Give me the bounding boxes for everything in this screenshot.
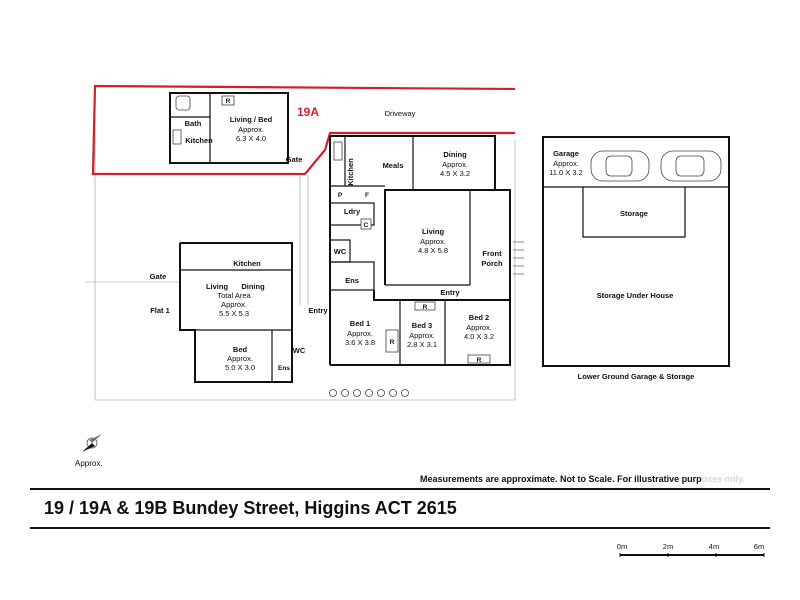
bed3-name: Bed 3 [412,321,432,330]
meals-name: Meals [383,161,404,170]
bathtub [175,95,191,111]
disclaimer: Measurements are approximate. Not to Sca… [420,474,745,484]
garage-name: Garage [553,149,579,158]
flat-dining-name: Dining [241,282,265,291]
garden-planters [329,389,409,397]
living-dims: 4.8 X 5.8 [418,246,448,255]
unit-19a-boundary [91,84,516,176]
bed2-name: Bed 2 [469,313,489,322]
unit-19a-outline [169,92,289,164]
bed1-name: Bed 1 [350,319,370,328]
wc-main-name: WC [334,247,347,256]
front-porch-line2: Porch [481,259,503,268]
cupboard-box [360,218,372,230]
robe-label: R [226,98,231,105]
fridge-label: F [365,192,369,199]
lower-ground-label: Lower Ground Garage & Storage [578,372,695,381]
storage-under-name: Storage Under House [597,291,674,300]
compass-icon [82,434,102,452]
pantry-label: P [338,192,343,199]
dining-dims: 4.5 X 3.2 [440,169,470,178]
unit19a-living-dims: 6.3 X 4.0 [236,134,266,143]
front-steps [513,241,524,275]
gate-top-label: Gate [286,155,303,164]
scale-tick-6: 6m [754,542,764,551]
title-rule-top [30,488,770,490]
flat-total-dims: 5.5 X 5.3 [219,309,249,318]
laundry-room [329,202,375,226]
entry-left-label: Entry [308,306,328,315]
cupboard-label: C [364,222,369,229]
title-rule-bottom [30,527,770,529]
lower-ground-outline [542,136,730,367]
car-icon [590,150,650,182]
bed3-dims: 2.8 X 3.1 [407,340,437,349]
ens-room [329,261,375,291]
flat-bed-name: Bed [233,345,248,354]
robe-box [221,95,235,106]
flat-ens-name: Ens [278,365,290,372]
bed1-robe [385,329,399,353]
page-title: 19 / 19A & 19B Bundey Street, Higgins AC… [44,498,457,518]
storage-name: Storage [620,209,648,218]
bed1-approx: Approx. [347,329,373,338]
disclaimer-faded: oses only. [701,474,745,484]
living-approx: Approx. [420,237,446,246]
flat-bed-approx: Approx. [227,354,253,363]
main-kitchen-sink [333,141,343,161]
flat-living-name: Living [206,282,229,291]
unit19a-bath-name: Bath [185,119,202,128]
porch-outline [495,189,511,300]
laundry-name: Ldry [344,207,361,216]
front-porch-line1: Front [482,249,502,258]
ens-main-name: Ens [345,276,359,285]
living-name: Living [422,227,445,236]
kitchen-main-name: Kitchen [346,158,355,186]
flat-total-name: Total Area [217,291,251,300]
unit19a-kitchen-name: Kitchen [185,136,213,145]
flat-kitchen-name: Kitchen [233,259,261,268]
dining-name: Dining [443,150,467,159]
site-boundary [94,90,516,401]
dining-approx: Approx. [442,160,468,169]
flat-total-approx: Approx. [221,300,247,309]
flat-bed-dims: 5.0 X 3.0 [225,363,255,372]
flat1-outline [179,242,293,383]
kitchen-sink [172,129,182,145]
car-icon-2 [660,150,722,182]
bed2-dims: 4.0 X 3.2 [464,332,494,341]
bed3-approx: Approx. [409,331,435,340]
bed2-robe-label: R [477,357,482,364]
unit19a-living-approx: Approx. [238,125,264,134]
bedroom-wing [330,290,511,366]
bed2-robe [467,354,491,364]
scale-bar [619,553,765,557]
storage-room [582,187,686,238]
bed3-robe [414,301,436,311]
flat-wc-name: WC [293,346,306,355]
garage-dims: 11.0 X 3.2 [549,168,583,177]
flat1-label: Flat 1 [150,306,170,315]
bed1-dims: 3.6 X 3.8 [345,338,375,347]
unit19a-living-name: Living / Bed [230,115,273,124]
scale-tick-4: 4m [709,542,719,551]
bed2-approx: Approx. [466,323,492,332]
scale-tick-0: 0m [617,542,627,551]
compass-label: Approx. [75,459,103,468]
gate-left-label: Gate [150,272,167,281]
disclaimer-main: Measurements are approximate. Not to Sca… [420,474,702,484]
scale-tick-2: 2m [663,542,673,551]
garage-approx: Approx. [553,159,579,168]
bed1-robe-label: R [390,339,395,346]
boundary-label: 19A [297,105,319,119]
driveway-label: Driveway [385,109,416,118]
bed3-robe-label: R [423,304,428,311]
entry-main-label: Entry [440,288,460,297]
